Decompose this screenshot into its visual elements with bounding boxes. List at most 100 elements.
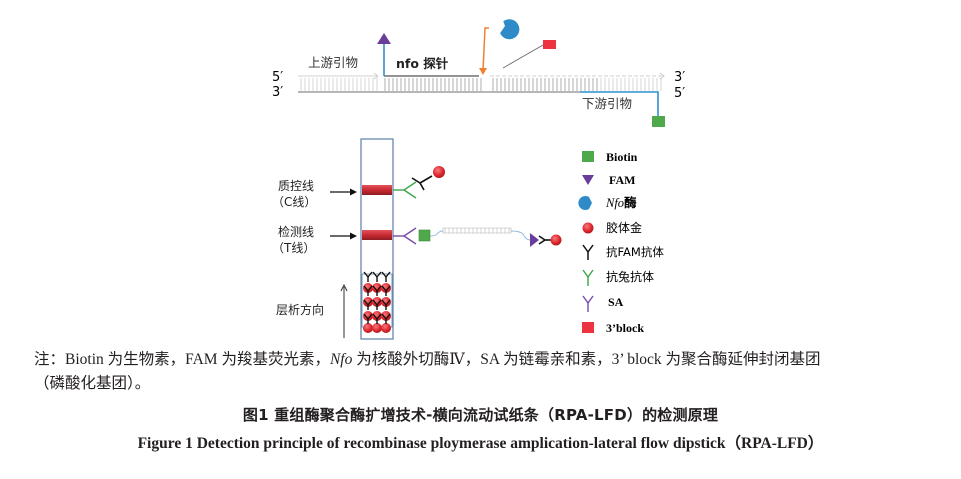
fam-triangle-icon bbox=[582, 175, 594, 185]
colloidal-gold-icon bbox=[363, 297, 373, 307]
biotin-square-icon bbox=[418, 229, 431, 242]
legend-label-biotin: Biotin bbox=[606, 150, 638, 164]
control-line-arrowhead bbox=[350, 188, 357, 196]
colloidal-gold-icon bbox=[381, 311, 391, 321]
legend-item-sa: SA bbox=[582, 295, 624, 312]
biotin-square-icon bbox=[582, 151, 594, 162]
nfo-enzyme-icon bbox=[578, 196, 592, 211]
colloidal-gold-icon bbox=[381, 283, 391, 293]
colloidal-gold-icon bbox=[372, 323, 382, 333]
upstream-primer-label: 上游引物 bbox=[308, 55, 358, 70]
block-3-icon bbox=[543, 40, 556, 49]
anti-fam-antibody-icon bbox=[372, 299, 382, 310]
amplicon-duplex bbox=[442, 227, 512, 234]
colloidal-gold-icon bbox=[363, 323, 373, 333]
legend-item-nfo: Nfo酶 bbox=[578, 195, 637, 211]
legend-label-gold: 胶体金 bbox=[606, 220, 642, 235]
anti-fam-antibody-icon bbox=[363, 299, 373, 310]
colloidal-gold-icon bbox=[582, 222, 594, 234]
control-line-label: 质控线 bbox=[278, 179, 314, 193]
colloidal-gold-icon bbox=[550, 234, 562, 246]
test-line-sub: （T线） bbox=[272, 241, 315, 255]
lateral-flow-strip: 质控线 （C线） 检测线 （T线） bbox=[272, 138, 562, 340]
figure-caption-en: Figure 1 Detection principle of recombin… bbox=[137, 435, 824, 452]
legend-item-biotin: Biotin bbox=[582, 150, 638, 164]
colloidal-gold-icon bbox=[381, 323, 391, 333]
amplicon-linker-right bbox=[510, 230, 531, 241]
legend-label-sa: SA bbox=[608, 295, 624, 309]
colloidal-gold-icon bbox=[363, 283, 373, 293]
anti-fam-antibody-icon bbox=[381, 271, 391, 282]
anti-fam-antibody-icon bbox=[582, 244, 594, 260]
rpa-reaction-schematic: 5′ 3′ 3′ 5′ 上游引物 nfo 探针 下游引物 bbox=[272, 19, 685, 127]
anti-fam-antibody-gold-complex bbox=[411, 166, 445, 191]
note-suffix: 为核酸外切酶Ⅳ，SA 为链霉亲和素，3’ block 为聚合酶延伸封闭基团 bbox=[352, 351, 821, 368]
bottom-strand-5-label: 5′ bbox=[674, 86, 685, 101]
block-3-icon bbox=[582, 322, 594, 333]
fam-triangle-icon bbox=[377, 33, 391, 44]
anti-fam-antibody-icon bbox=[363, 271, 373, 282]
anti-fam-antibody-icon bbox=[372, 285, 382, 296]
anti-fam-antibody-icon bbox=[538, 235, 551, 245]
nfo-probe-label: nfo 探针 bbox=[396, 56, 449, 71]
legend-label-nfo-suffix: 酶 bbox=[624, 195, 637, 210]
anti-fam-antibody-icon bbox=[372, 271, 382, 282]
colloidal-gold-icon bbox=[372, 311, 382, 321]
note-line2: （磷酸化基团）。 bbox=[34, 375, 151, 392]
dna-base-pairs-left bbox=[298, 78, 380, 91]
colloidal-gold-icon bbox=[381, 297, 391, 307]
colloidal-gold-icon bbox=[363, 311, 373, 321]
legend: Biotin FAM Nfo酶 胶体金 抗FAM抗体 bbox=[578, 150, 664, 335]
anti-fam-antibody-icon bbox=[381, 299, 391, 310]
anti-fam-antibody-icon bbox=[372, 313, 382, 324]
colloidal-gold-icon bbox=[433, 166, 445, 178]
figure-caption-cn: 图1 重组酶聚合酶扩增技术-横向流动试纸条（RPA-LFD）的检测原理 bbox=[242, 406, 719, 424]
conjugate-pad bbox=[361, 271, 393, 333]
colloidal-gold-icon bbox=[372, 283, 382, 293]
top-strand-5-label: 5′ bbox=[272, 70, 283, 85]
amplicon-linker-left bbox=[429, 230, 444, 237]
legend-label-3-block: 3’block bbox=[606, 321, 644, 335]
legend-label-fam: FAM bbox=[609, 173, 635, 187]
fam-triangle-icon bbox=[530, 233, 539, 247]
legend-item-anti-fam: 抗FAM抗体 bbox=[582, 244, 664, 260]
top-strand-3-label: 3′ bbox=[674, 70, 685, 85]
anti-fam-antibody-icon bbox=[381, 313, 391, 324]
legend-item-gold: 胶体金 bbox=[582, 220, 642, 235]
legend-label-nfo: Nfo酶 bbox=[605, 195, 637, 210]
rpa-lfd-diagram: 5′ 3′ 3′ 5′ 上游引物 nfo 探针 下游引物 bbox=[272, 19, 685, 340]
legend-label-anti-fam: 抗FAM抗体 bbox=[606, 245, 664, 259]
test-line-arrowhead bbox=[350, 232, 357, 240]
legend-item-anti-rabbit: 抗兔抗体 bbox=[582, 269, 654, 286]
legend-item-fam: FAM bbox=[582, 173, 635, 187]
nfo-cut-arrowhead bbox=[479, 68, 487, 75]
sa-icon bbox=[393, 227, 417, 245]
nfo-enzyme-icon bbox=[500, 19, 520, 40]
biotin-square-icon bbox=[652, 116, 665, 127]
figure-note: 注：Biotin 为生物素，FAM 为羧基荧光素，Nfo 为核酸外切酶Ⅳ，SA … bbox=[34, 348, 934, 396]
legend-label-anti-rabbit: 抗兔抗体 bbox=[606, 269, 654, 284]
dna-base-pairs-probe bbox=[383, 78, 483, 91]
test-line bbox=[362, 230, 392, 240]
downstream-primer-label: 下游引物 bbox=[582, 96, 632, 111]
flow-direction-arrowhead bbox=[340, 283, 348, 292]
block-linker bbox=[502, 44, 544, 69]
flow-direction-label: 层析方向 bbox=[276, 302, 324, 317]
anti-rabbit-antibody-icon bbox=[393, 181, 417, 199]
note-prefix: 注：Biotin 为生物素，FAM 为羧基荧光素， bbox=[34, 351, 330, 368]
dna-base-pairs-far-right bbox=[600, 78, 664, 91]
anti-fam-antibody-icon bbox=[363, 285, 373, 296]
control-line-sub: （C线） bbox=[272, 195, 316, 209]
downstream-primer-strand bbox=[580, 91, 659, 118]
test-line-label: 检测线 bbox=[278, 224, 314, 239]
extended-strand-arrowhead bbox=[659, 72, 665, 80]
anti-rabbit-antibody-icon bbox=[582, 269, 594, 286]
anti-fam-antibody-icon bbox=[381, 285, 391, 296]
dna-base-pairs-right bbox=[490, 78, 600, 91]
sa-icon bbox=[582, 295, 594, 312]
anti-fam-antibody-icon bbox=[363, 313, 373, 324]
bottom-strand-3-label: 3′ bbox=[272, 85, 283, 100]
nfo-cut-arrow bbox=[482, 27, 489, 72]
note-nfo: Nfo bbox=[329, 351, 353, 368]
control-line bbox=[362, 185, 392, 195]
